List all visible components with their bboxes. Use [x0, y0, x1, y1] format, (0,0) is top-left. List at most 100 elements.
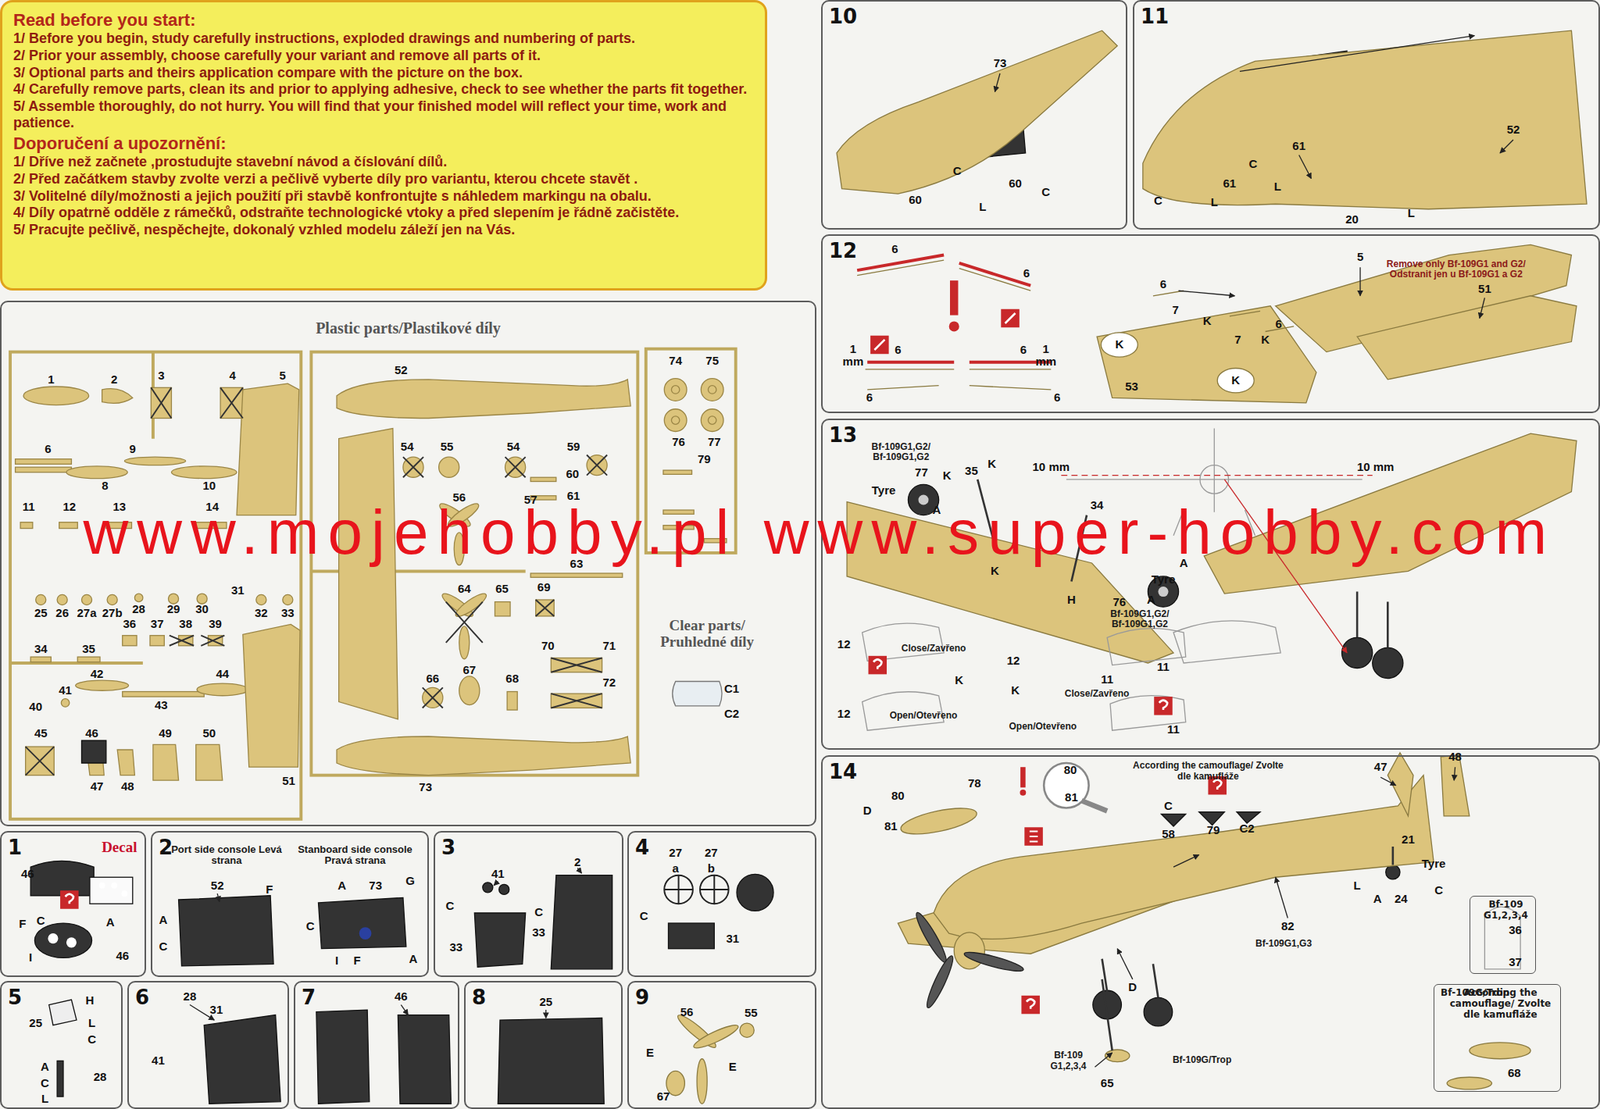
question-icon [1026, 999, 1035, 1009]
question-icon [1021, 996, 1040, 1015]
callout-label: K [942, 468, 952, 483]
variant-note: Bf-109G1,G2/ Bf-109G1,G2 [865, 441, 937, 462]
callout-label: 31 [231, 584, 245, 598]
callout-label: 31 [725, 932, 740, 946]
step-number: 12 [828, 239, 858, 263]
plastic-part [60, 699, 69, 708]
callout-label: a [671, 861, 679, 875]
decal-dots [99, 882, 106, 890]
decal-dots [47, 933, 58, 944]
callout-label: 28 [93, 1071, 108, 1085]
callout-label: L [1407, 207, 1415, 221]
flap-strip [857, 255, 1051, 363]
callout-label: 50 [202, 727, 216, 741]
callout-label: 27 [668, 846, 683, 861]
plastic-part [25, 746, 55, 776]
callout-label: 82 [1281, 920, 1295, 934]
question-icon [874, 339, 885, 350]
step-panel: 6 [127, 981, 290, 1109]
callout-label: 32 [254, 607, 268, 621]
instruction-line: 4/ Carefully remove parts, clean its and… [13, 81, 754, 99]
plastic-part [403, 457, 424, 478]
callout-label: 35 [964, 464, 979, 479]
step-panel: 7 [293, 981, 460, 1109]
callout-label: 60 [1008, 177, 1022, 191]
plastic-part [422, 687, 443, 708]
callout-label: 27a [77, 607, 97, 621]
wheel-part [664, 875, 729, 905]
callout-label: F [353, 954, 361, 968]
callout-label: 12 [837, 638, 851, 652]
callout-label: 51 [282, 775, 296, 789]
variant-note: Open/Otevřeno [889, 710, 958, 722]
plastic-part [81, 594, 92, 605]
callout-label: C [534, 905, 543, 919]
question-icon [868, 656, 888, 675]
excluded-part-cross [220, 387, 243, 418]
callout-label: 11 [1157, 660, 1170, 675]
callout-label: 77 [914, 465, 929, 479]
instruction-line: 1/ Before you begin, study carefully ins… [13, 30, 754, 48]
step-number: 11 [1140, 4, 1169, 29]
callout-label: 73 [993, 57, 1008, 71]
callout-label: C [1248, 157, 1258, 172]
instruction-line: 1/ Dříve než začnete ,prostudujte staveb… [13, 153, 754, 172]
question-icon [873, 659, 882, 669]
step-number: 3 [441, 835, 456, 860]
plastic-part [117, 750, 135, 776]
cockpit-part [499, 884, 510, 895]
callout-label: K [1203, 314, 1212, 329]
cockpit-part [203, 1015, 281, 1105]
callout-label: C2 [724, 707, 740, 722]
variant-note: Open/Otevřeno [1009, 722, 1078, 733]
plastic-part [35, 594, 47, 605]
plastic-part [663, 470, 693, 475]
callout-label: 46 [85, 727, 99, 741]
decal-dots [359, 927, 372, 940]
callout-label: 10 mm [1357, 460, 1395, 475]
callout-label: 65 [1100, 1077, 1115, 1091]
callout-label: A [1373, 892, 1383, 906]
callout-label: 31 [210, 1003, 224, 1018]
cockpit-part [316, 1010, 370, 1104]
front-view [1173, 621, 1281, 664]
callout-label: H [85, 994, 95, 1008]
cockpit-part [178, 896, 274, 967]
plastic-part [122, 635, 137, 647]
leader-line [994, 73, 1000, 93]
cockpit-part [668, 923, 715, 950]
callout-label: 6 [894, 343, 901, 358]
callout-label: F [18, 917, 26, 932]
leader-line [1380, 777, 1397, 786]
instruction-line: 2/ Prior your assembly, choose carefully… [13, 47, 754, 65]
plastic-part [220, 387, 243, 418]
callout-label: C [1153, 194, 1163, 208]
excluded-part-cross [446, 602, 483, 643]
callout-label: 10 [202, 478, 216, 493]
callout-label: 29 [167, 603, 181, 617]
callout-label: 51 [1478, 282, 1492, 296]
airframe-part [696, 1059, 708, 1104]
airframe-part [836, 30, 1118, 194]
cockpit-part [49, 1000, 77, 1026]
question-icon [870, 335, 890, 355]
sprue-frame [10, 349, 736, 820]
question-icon [1000, 309, 1020, 329]
instruction-line: 5/ Pracujte pečlivě, nespěchejte, dokona… [13, 221, 754, 240]
airframe-part [898, 803, 979, 840]
callout-label: 36 [1508, 924, 1522, 938]
plastic-part [664, 378, 687, 402]
question-icon [1153, 696, 1173, 716]
excluded-part-cross [25, 746, 55, 776]
leader-line [400, 1005, 408, 1016]
leader-line [1359, 267, 1361, 297]
magnifier [1081, 800, 1108, 811]
variant-note: Bf-109G/Trop [1172, 1056, 1232, 1067]
callout-label: L [41, 1092, 49, 1106]
strip-outline [857, 260, 1294, 390]
wheel-part [664, 875, 729, 905]
leader-line [1178, 290, 1236, 297]
leader-line [217, 893, 220, 902]
instruction-line: 3/ Optional parts and theirs application… [13, 64, 754, 83]
callout-label: 53 [1125, 380, 1139, 394]
